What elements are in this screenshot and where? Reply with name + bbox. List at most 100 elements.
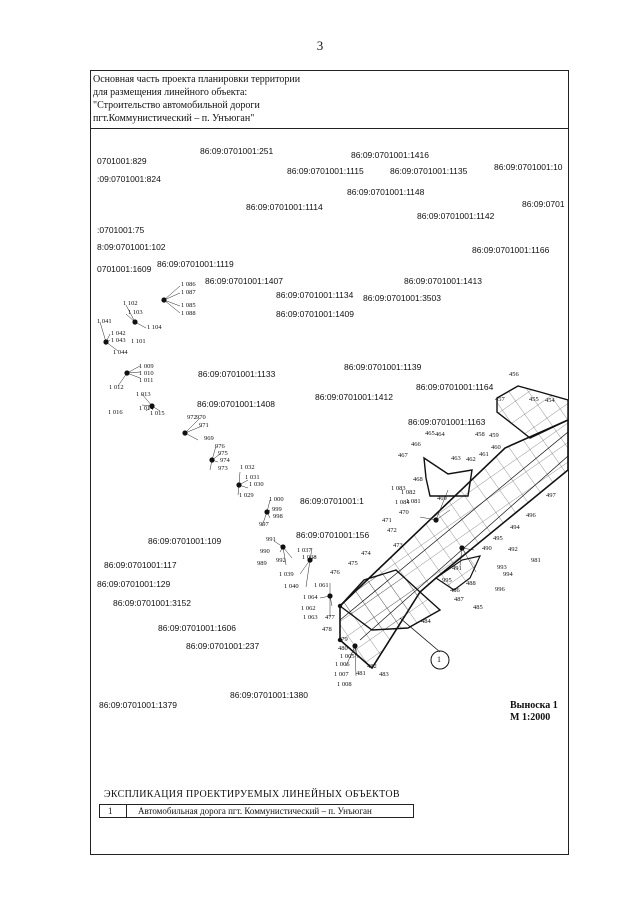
point-label: 464: [435, 431, 445, 438]
cadastral-label: 86:09:0701001:117: [104, 560, 177, 570]
cadastral-label: 86:09:0701001:3503: [363, 293, 441, 303]
point-label: 454: [545, 397, 555, 404]
point-label: 973: [218, 465, 228, 472]
cadastral-label: 8:09:0701001:102: [97, 242, 166, 252]
point-label: 997: [259, 521, 269, 528]
point-label: 969: [204, 435, 214, 442]
point-label: 1 029: [239, 492, 254, 499]
lower-bulge: [338, 569, 442, 631]
road-spur: [496, 385, 568, 439]
point-label: 1 064: [303, 594, 318, 601]
point-label: 992: [276, 557, 286, 564]
point-label: 971: [199, 422, 209, 429]
point-label: 472: [387, 527, 397, 534]
point-label: 1 043: [111, 337, 126, 344]
plan-drawing: 86:09:0701001:251 0701001:829 86:09:0701…: [91, 129, 568, 754]
scale-label: М 1:2000: [510, 712, 551, 723]
callout-marker: [430, 650, 450, 670]
point-label: 458: [475, 431, 485, 438]
cadastral-label: 86:09:0701001:1409: [276, 309, 354, 319]
cadastral-label: 86:09:0701001:251: [200, 146, 274, 156]
cadastral-label: :09:0701001:824: [97, 174, 161, 184]
point-label: 976: [215, 443, 225, 450]
cadastral-label: 86:09:0701001:1380: [230, 690, 308, 700]
point-label: 1 037: [297, 547, 312, 554]
point-label: 1 041: [97, 318, 112, 325]
cadastral-label: 86:09:0701001:1413: [404, 276, 482, 286]
cadastral-label: 86:09:0701001:129: [97, 579, 171, 589]
point-label: 469: [437, 495, 447, 502]
point-label: 1 010: [139, 370, 154, 377]
point-label: 462: [466, 456, 476, 463]
point-label: 468: [413, 476, 423, 483]
lower-right-bulge: [434, 555, 482, 591]
point-label: 995: [442, 577, 452, 584]
point-label: 479: [338, 636, 348, 643]
point-label: 1 084: [395, 499, 410, 506]
cadastral-label: 86:09:0701001:1379: [99, 700, 177, 710]
point-label: 463: [451, 455, 461, 462]
plan-linework: [99, 285, 568, 677]
side-outline: [423, 456, 473, 497]
point-label: 491: [452, 565, 462, 572]
point-label: 999: [272, 506, 282, 513]
cadastral-label: 86:09:0701001:1407: [205, 276, 283, 286]
point-label: 1 014: [139, 405, 154, 412]
point-label: 994: [503, 571, 513, 578]
point-label: 1 007: [334, 671, 349, 678]
point-label: 457: [495, 396, 505, 403]
point-label: 1 016: [108, 409, 123, 416]
point-label: 460: [491, 444, 501, 451]
point-label: 474: [361, 550, 371, 557]
callout-number: 1: [437, 655, 441, 664]
point-label: 1 031: [245, 474, 260, 481]
point-label: 981: [531, 557, 541, 564]
point-label: 1 102: [123, 300, 138, 307]
cadastral-label: 86:09:0701001:10: [494, 162, 563, 172]
point-label: 1 030: [249, 481, 264, 488]
point-label: 996: [495, 586, 505, 593]
point-label: 1 086: [181, 281, 196, 288]
point-label: 1 006: [335, 661, 350, 668]
point-label: 993: [497, 564, 507, 571]
point-label: 974: [220, 457, 230, 464]
point-label: 486: [450, 587, 460, 594]
point-label: 1 000: [269, 496, 284, 503]
point-label: 1 008: [337, 681, 352, 688]
point-label: 1 005: [340, 653, 355, 660]
point-label: 494: [510, 524, 520, 531]
cadastral-label: 86:09:0701001:1164: [416, 382, 494, 392]
point-label: 496: [526, 512, 536, 519]
point-label: 1 081: [406, 498, 421, 505]
drawing-header: Основная часть проекта планировки террит…: [93, 73, 300, 125]
header-line: "Строительство автомобильной дороги: [93, 100, 260, 111]
point-label: 467: [398, 452, 408, 459]
cadastral-label: 0701001:829: [97, 156, 147, 166]
cadastral-label: 86:09:0701001:156: [296, 530, 370, 540]
point-label: 991: [266, 536, 276, 543]
point-label: 1 083: [391, 485, 406, 492]
cadastral-label: 86:09:0701001:237: [186, 641, 260, 651]
point-label: 471: [382, 517, 392, 524]
point-label: 1 009: [139, 363, 154, 370]
header-divider: [90, 128, 569, 129]
point-label: 470: [399, 509, 409, 516]
point-label: 456: [509, 371, 519, 378]
point-label: 1 103: [128, 309, 143, 316]
point-label: 482: [367, 663, 377, 670]
cadastral-label: 86:09:0701001:1148: [347, 187, 425, 197]
point-label: 478: [322, 626, 332, 633]
cadastral-label: 86:09:0701001:3152: [113, 598, 191, 608]
cadastral-label: 86:09:0701001:1134: [276, 290, 354, 300]
cadastral-label: 0701001:1609: [97, 264, 152, 274]
cadastral-label: 86:09:0701001:1135: [390, 166, 468, 176]
header-line: пгт.Коммунистический – п. Унъюган": [93, 113, 255, 124]
point-label: 1 015: [150, 410, 165, 417]
point-label: 1 082: [401, 489, 416, 496]
point-label: 461: [479, 451, 489, 458]
point-label: 1 038: [302, 554, 317, 561]
point-label: 487: [454, 596, 464, 603]
point-label: 480: [338, 645, 348, 652]
point-label: 1 040: [284, 583, 299, 590]
header-line: для размещения линейного объекта:: [93, 87, 248, 98]
